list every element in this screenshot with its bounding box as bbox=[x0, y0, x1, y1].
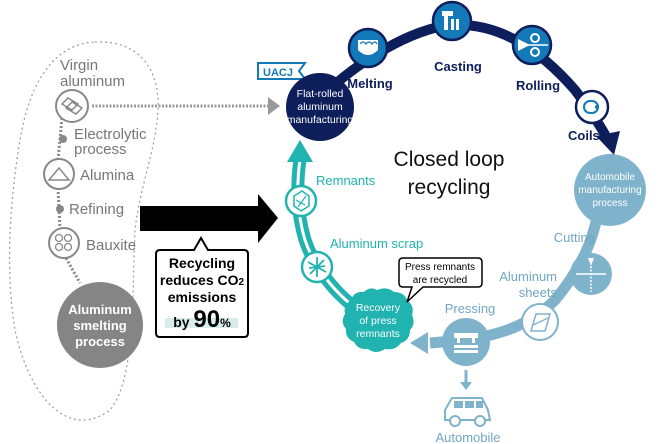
pressing-label: Pressing bbox=[445, 301, 496, 316]
recycling-arrow bbox=[140, 194, 278, 243]
smelting-label: smelting bbox=[73, 318, 127, 333]
virgin-aluminum-label: aluminum bbox=[60, 73, 125, 90]
recovery-label: of press bbox=[359, 315, 396, 327]
aluminum-sheets-label: sheets bbox=[519, 285, 558, 300]
remnants-arc-inner bbox=[296, 159, 371, 320]
uacj-label: UACJ bbox=[263, 67, 293, 79]
coils-arrowhead bbox=[596, 131, 620, 155]
alumina-label: Alumina bbox=[80, 167, 135, 184]
remnants-icon bbox=[284, 184, 318, 218]
virgin-aluminum-label: Virgin bbox=[60, 57, 98, 74]
aluminum-sheets-label: Aluminum bbox=[499, 269, 557, 284]
pressing-down-arrowhead bbox=[460, 382, 472, 390]
flat-rolled-circle bbox=[286, 73, 354, 141]
electrolytic-label: process bbox=[74, 141, 127, 158]
closed-loop-title: Closed loop bbox=[394, 148, 505, 171]
rolling-label: Rolling bbox=[516, 78, 560, 93]
coils-label: Coils bbox=[568, 128, 600, 143]
press-remnants-callout-text: Press remnants bbox=[405, 262, 475, 273]
casting-icon bbox=[431, 0, 473, 42]
aluminum-scrap-label: Aluminum scrap bbox=[330, 236, 423, 251]
flat-rolled-label: aluminum bbox=[297, 101, 343, 113]
aluminum-scrap-icon bbox=[300, 250, 334, 284]
automobile-icon bbox=[444, 397, 492, 427]
co2-callout-text: Recycling bbox=[169, 255, 235, 271]
melting-icon bbox=[347, 27, 389, 69]
co2-callout bbox=[155, 236, 249, 338]
electrolytic-dot bbox=[59, 135, 67, 143]
flat-rolled-label: manufacturing bbox=[287, 114, 354, 126]
virgin-aluminum-icon bbox=[55, 89, 89, 123]
flat-rolled-label: Flat-rolled bbox=[297, 88, 344, 100]
uacj-flag bbox=[257, 62, 307, 80]
press-remnants-callout-text: are recycled bbox=[413, 275, 467, 286]
melting-label: Melting bbox=[347, 76, 393, 91]
refining-dot bbox=[56, 205, 64, 213]
aluminum-sheets-icon bbox=[521, 303, 559, 341]
recovery-label: remnants bbox=[356, 328, 400, 340]
smelting-label: Aluminum bbox=[68, 302, 132, 317]
smelting-label: process bbox=[75, 334, 125, 349]
casting-label: Casting bbox=[434, 59, 482, 74]
alumina-icon bbox=[43, 158, 75, 190]
chain-connector bbox=[64, 257, 82, 284]
cutting-label: Cutting bbox=[554, 230, 595, 245]
remnants-arrowhead bbox=[287, 140, 313, 162]
bauxite-icon bbox=[48, 227, 80, 259]
electrolytic-label: Electrolytic bbox=[74, 126, 147, 143]
auto-manufacturing-label: manufacturing bbox=[578, 185, 641, 196]
co2-callout-value: by 90% bbox=[173, 306, 231, 333]
bauxite-label: Bauxite bbox=[86, 237, 136, 254]
auto-manufacturing-circle bbox=[574, 154, 646, 226]
auto-manufacturing-label: Automobile bbox=[585, 172, 635, 183]
pressing-left-arrowhead bbox=[410, 332, 428, 354]
cutting-icon bbox=[570, 253, 612, 295]
closed-loop-title: recycling bbox=[408, 176, 491, 199]
press-remnants-callout bbox=[398, 257, 483, 303]
recovery-badge bbox=[342, 288, 414, 352]
auto-manufacturing-label: process bbox=[592, 198, 627, 209]
co2-callout-text: emissions bbox=[168, 289, 237, 305]
virgin-to-uacj-arrowhead bbox=[268, 97, 280, 115]
automobile-label: Automobile bbox=[435, 430, 500, 444]
coils-icon bbox=[574, 89, 610, 125]
aluminum-smelting-circle bbox=[57, 282, 143, 368]
recovery-label: Recovery bbox=[356, 302, 401, 314]
rolling-icon bbox=[511, 24, 553, 66]
refining-label: Refining bbox=[69, 201, 124, 218]
co2-callout-text: reduces CO2 bbox=[160, 272, 245, 288]
pressing-icon bbox=[442, 318, 490, 366]
remnants-label: Remnants bbox=[316, 173, 376, 188]
